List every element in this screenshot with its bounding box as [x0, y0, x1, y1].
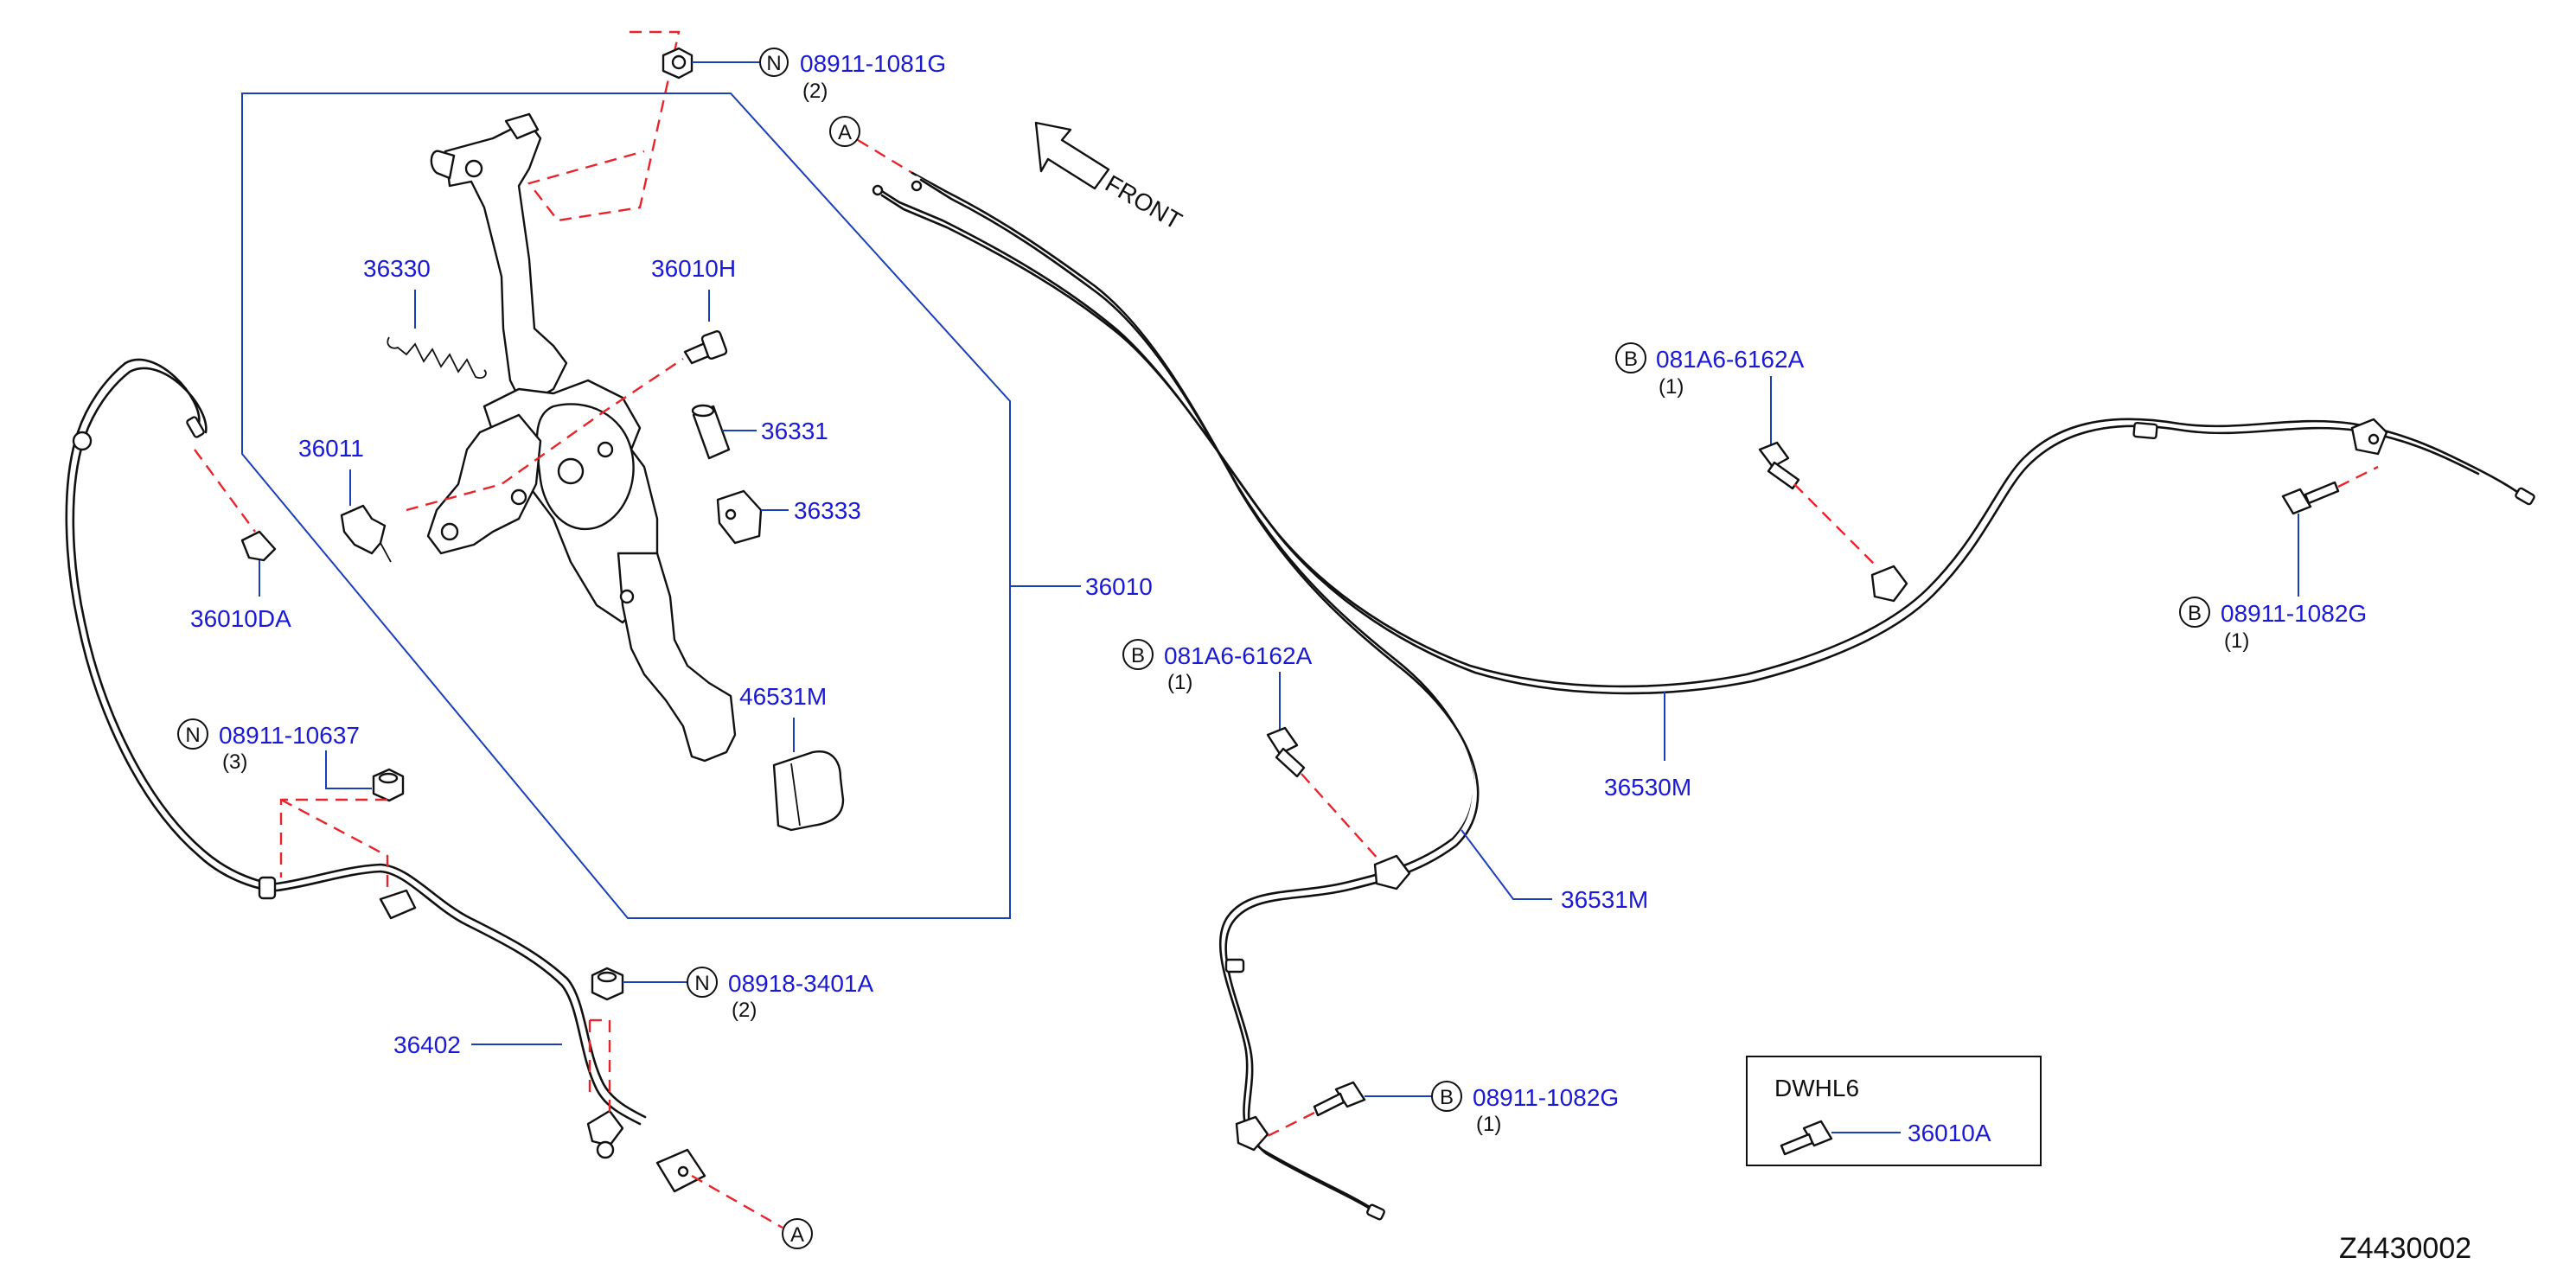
label-08911-1082g-bottom: 08911-1082G: [1473, 1084, 1619, 1111]
label-081a6-6162a-mid: 081A6-6162A: [1164, 642, 1313, 669]
marker-b-right-lower-label: B: [2188, 602, 2202, 625]
marker-n-left-label: N: [185, 724, 200, 747]
label-46531m: 46531M: [739, 683, 827, 710]
front-cables: [872, 171, 2535, 1221]
qty-08911-10637: (3): [222, 750, 247, 774]
pedal-assembly-boundary: [241, 93, 1011, 919]
label-36530m: 36530M: [1604, 774, 1691, 801]
qty-08918-3401a: (2): [732, 999, 757, 1022]
qty-08911-1082g-right: (1): [2224, 629, 2249, 653]
marker-a-top: [829, 116, 860, 147]
label-08918-3401a: 08918-3401A: [728, 970, 873, 997]
marker-b-bottom-label: B: [1440, 1086, 1454, 1109]
label-36010: 36010: [1085, 573, 1153, 600]
nut-0891-1081g: [662, 47, 694, 80]
label-36402: 36402: [393, 1031, 461, 1058]
parking-brake-pedal-assembly: [340, 112, 845, 832]
clip-36010da: [240, 530, 277, 562]
bolt-0891-1082g-bottom: [1313, 1081, 1366, 1117]
label-36333: 36333: [794, 497, 861, 524]
marker-b-bottom: [1431, 1081, 1462, 1112]
marker-a-bottom: [782, 1218, 813, 1249]
label-36011: 36011: [298, 435, 364, 462]
label-36010h: 36010H: [651, 255, 736, 282]
marker-n-top-label: N: [766, 52, 781, 75]
marker-n-bottom-label: N: [694, 972, 709, 995]
qty-081a6-6162a-right: (1): [1659, 375, 1684, 399]
front-label: FRONT: [1101, 169, 1186, 234]
diagram-code: Z4430002: [2339, 1232, 2471, 1265]
bolt-081a6-right: [1758, 441, 1800, 490]
qty-081a6-6162a-mid: (1): [1167, 671, 1192, 694]
label-36531m: 36531M: [1561, 886, 1648, 913]
marker-n-left: [177, 718, 208, 750]
bolt-36010a: [1780, 1120, 1833, 1156]
label-36010a: 36010A: [1908, 1120, 1991, 1146]
qty-08911-1081g: (2): [802, 80, 828, 103]
marker-b-mid-label: B: [1131, 644, 1145, 667]
inset-title: DWHL6: [1774, 1075, 1859, 1101]
bolt-0891-1082g-right: [2281, 481, 2340, 515]
label-36010da: 36010DA: [190, 605, 291, 632]
bolt-081a6-mid: [1266, 726, 1306, 778]
marker-b-right: [1615, 342, 1646, 373]
label-36331: 36331: [761, 418, 828, 444]
front-arrow-icon: [1034, 121, 1110, 190]
marker-a-bottom-label: A: [790, 1223, 804, 1247]
marker-n-bottom: [687, 967, 718, 998]
label-08911-1081g: 08911-1081G: [800, 50, 946, 77]
nut-0891-10637: [372, 768, 405, 802]
label-08911-10637: 08911-10637: [219, 722, 360, 749]
marker-a-top-label: A: [838, 121, 852, 144]
marker-n-top: [759, 48, 789, 77]
qty-08911-1082g-bottom: (1): [1476, 1113, 1501, 1136]
nut-0891-3401a: [591, 967, 624, 1001]
label-081a6-6162a-right: 081A6-6162A: [1656, 346, 1805, 373]
marker-b-mid: [1122, 639, 1154, 670]
label-36330: 36330: [363, 255, 431, 282]
marker-b-right-lower: [2179, 597, 2210, 628]
left-cable-36402: [65, 358, 706, 1193]
marker-b-right-label: B: [1624, 348, 1638, 371]
label-08911-1082g-right: 08911-1082G: [2221, 600, 2367, 627]
